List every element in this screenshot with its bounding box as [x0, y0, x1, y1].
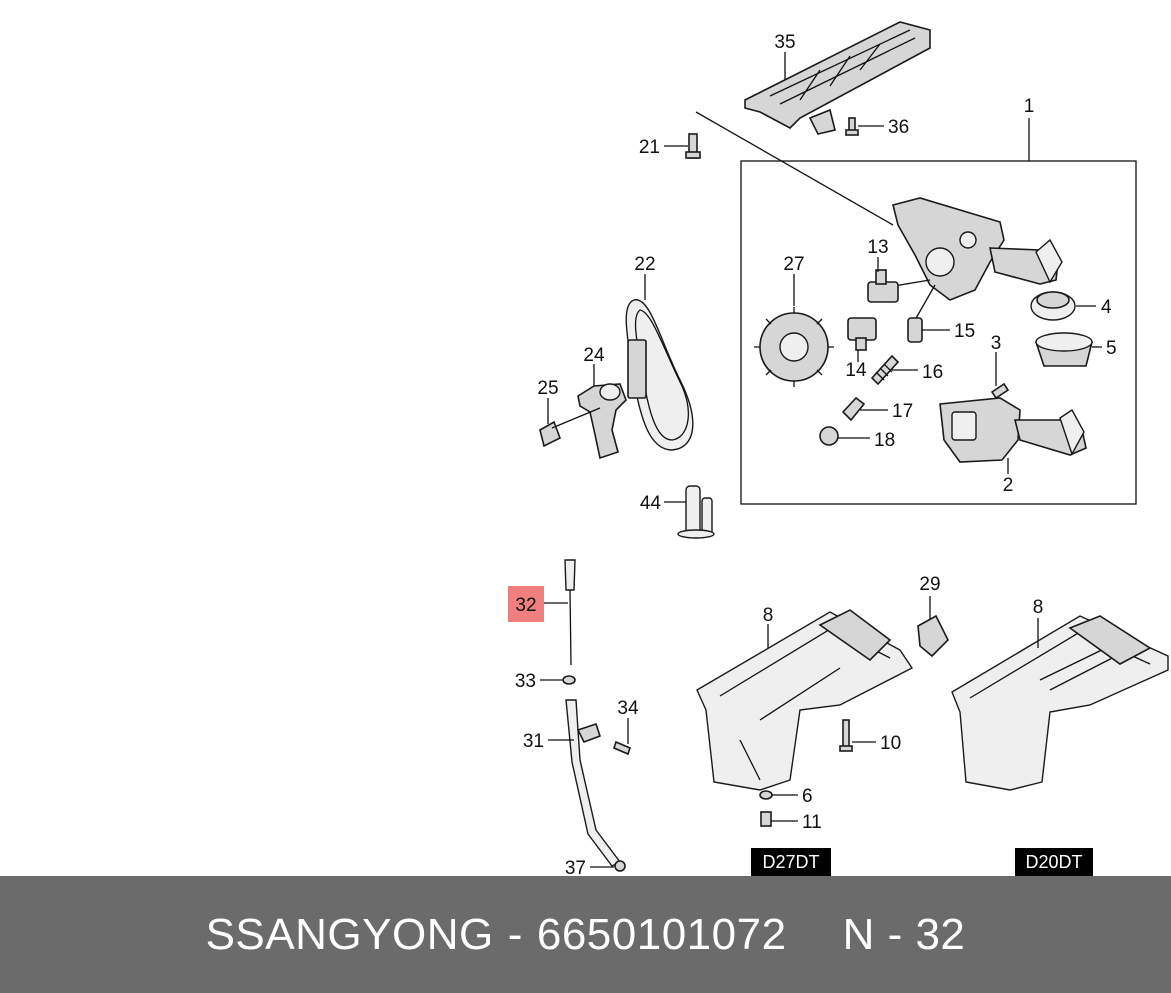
bolt-36[interactable]	[845, 117, 859, 136]
callout-34: 34	[617, 698, 639, 719]
variant-tag-d27dt-bg	[751, 848, 831, 876]
bolt-21[interactable]	[685, 133, 701, 159]
callout-8-d20dt: 8	[1033, 597, 1044, 618]
relief-plunger-15[interactable]	[907, 317, 923, 343]
chain-guide-rail[interactable]	[744, 21, 931, 135]
seal-5[interactable]	[1034, 332, 1094, 367]
callout-3: 3	[991, 333, 1002, 354]
callout-16: 16	[922, 362, 943, 383]
callout-24: 24	[583, 345, 605, 366]
callout-13: 13	[867, 237, 888, 258]
footer-part-number: 6650101072	[536, 909, 787, 959]
footer-brand: SSANGYONG	[205, 909, 494, 959]
callout-33: 33	[515, 671, 536, 692]
pin-17[interactable]	[841, 396, 866, 422]
callout-22: 22	[634, 254, 655, 275]
footer-bar: SSANGYONG - 6650101072 N - 32	[0, 876, 1171, 993]
callout-1: 1	[1024, 96, 1035, 117]
variant-tag-d20dt-bg	[1015, 848, 1093, 876]
callout-5: 5	[1106, 338, 1117, 359]
callout-14: 14	[845, 360, 867, 381]
relief-spring-16[interactable]	[870, 354, 900, 386]
callout-29: 29	[919, 574, 940, 595]
dipstick-32[interactable]	[564, 559, 576, 666]
callout-27: 27	[783, 254, 804, 275]
callout-17: 17	[892, 401, 913, 422]
oil-pan-d27dt[interactable]	[696, 609, 914, 791]
sprocket-27[interactable]	[754, 307, 834, 387]
gasket-29[interactable]	[917, 614, 949, 658]
callout-2: 2	[1003, 475, 1014, 496]
callout-35: 35	[774, 32, 795, 53]
callout-8-d27dt: 8	[763, 605, 774, 626]
footer-ref-label: N - 32	[842, 909, 966, 959]
callout-18: 18	[874, 430, 895, 451]
callout-32: 32	[515, 595, 536, 616]
callout-10: 10	[880, 733, 901, 754]
drain-plug-11[interactable]	[760, 811, 772, 827]
variant-tag-d20dt: D20DT	[1025, 852, 1082, 872]
footer-separator: -	[507, 909, 523, 959]
driven-gear-14[interactable]	[847, 317, 877, 351]
tool-44[interactable]	[677, 485, 715, 539]
callout-44: 44	[640, 493, 662, 514]
timing-chain-22[interactable]	[625, 299, 694, 451]
washer-6[interactable]	[759, 790, 773, 800]
callout-36: 36	[888, 117, 909, 138]
parts-diagram: 35 36 21 1 22 27 13 4 5 15 3 24 25 14 16…	[508, 21, 1169, 876]
variant-tag-d27dt: D27DT	[762, 852, 819, 872]
callout-11: 11	[802, 812, 822, 833]
plug-18[interactable]	[819, 426, 839, 446]
oil-pump-body[interactable]	[892, 197, 1063, 301]
strainer-housing-2[interactable]	[939, 397, 1087, 463]
clamp-37[interactable]	[614, 860, 626, 872]
highlight-32	[508, 586, 544, 622]
tensioner-spring-25[interactable]	[539, 407, 601, 448]
chain-tensioner-24[interactable]	[577, 383, 627, 460]
callout-31: 31	[523, 731, 544, 752]
bolt-10[interactable]	[839, 719, 853, 752]
callout-21: 21	[639, 137, 660, 158]
callout-6: 6	[802, 786, 813, 807]
callout-37: 37	[565, 858, 586, 876]
callout-15: 15	[954, 321, 975, 342]
drive-gear-13[interactable]	[867, 269, 899, 303]
dipstick-tube-31[interactable]	[565, 699, 622, 867]
callout-25: 25	[537, 378, 558, 399]
cap-4[interactable]	[1030, 291, 1076, 321]
o-ring-33[interactable]	[562, 675, 576, 685]
bolt-34[interactable]	[613, 740, 631, 756]
assembly-box	[740, 160, 1137, 505]
callout-4: 4	[1101, 297, 1112, 318]
oil-pan-d20dt[interactable]	[951, 615, 1169, 791]
screw-3[interactable]	[990, 382, 1010, 400]
